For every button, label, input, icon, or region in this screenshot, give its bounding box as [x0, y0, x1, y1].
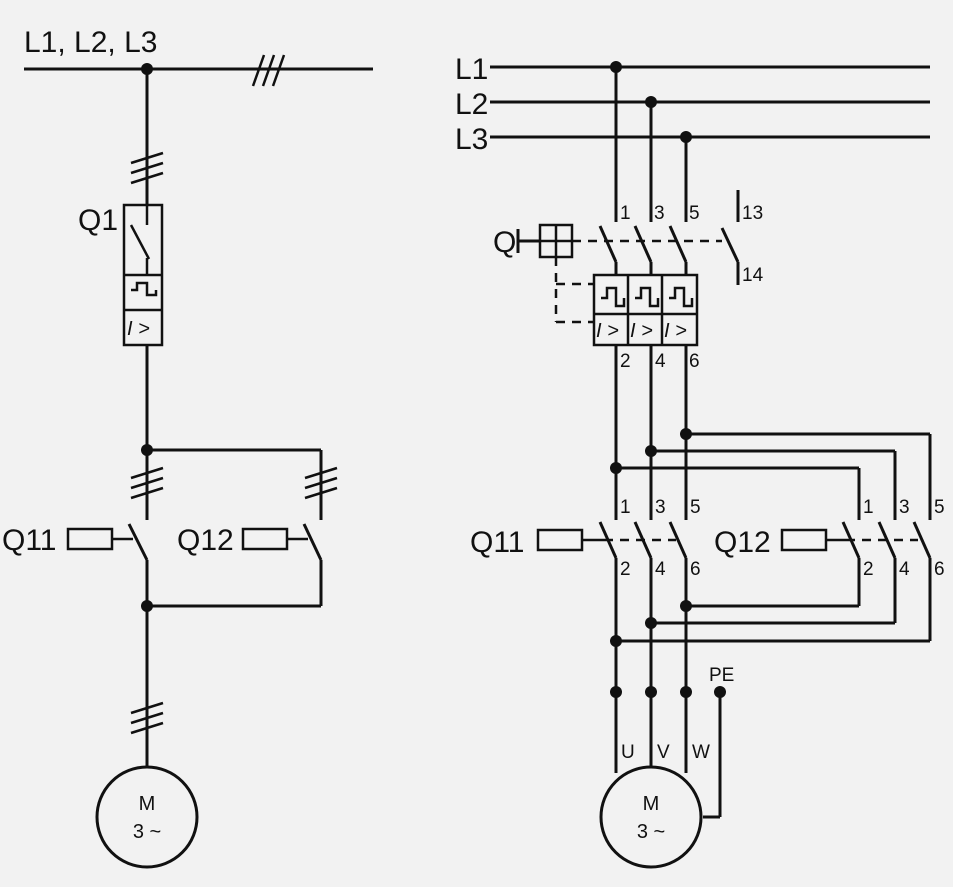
phase-label-l1: L1	[455, 53, 488, 86]
trip-symbol-2: I >	[630, 320, 653, 342]
q12-bottom-term-4: 4	[899, 559, 910, 580]
q12-bottom-term-6: 6	[934, 559, 945, 580]
left-contactor2-label: Q12	[177, 524, 234, 557]
pe-label: PE	[709, 665, 734, 686]
contactor1-label: Q11	[470, 526, 524, 559]
q11-bottom-term-4: 4	[655, 559, 666, 580]
q12-top-term-3: 3	[899, 497, 910, 518]
left-supply-label: L1, L2, L3	[24, 26, 157, 59]
breaker-bottom-term-2: 2	[620, 351, 631, 372]
aux-contact-bottom: 14	[742, 265, 764, 286]
breaker-top-term-1: 1	[620, 203, 631, 224]
q12-coil	[780, 528, 828, 552]
q11-top-term-3: 3	[655, 497, 666, 518]
left-motor-label: M	[139, 793, 156, 815]
trip-symbol-3: I >	[664, 320, 687, 342]
left-three-phase-mark-2	[130, 466, 164, 500]
breaker-handle-icon	[516, 223, 574, 259]
left-motor	[95, 765, 199, 869]
q12-bottom-term-2: 2	[863, 559, 874, 580]
breaker-trip-unit	[592, 273, 699, 347]
left-three-phase-mark	[251, 54, 286, 87]
left-q12-coil	[241, 527, 289, 551]
breaker-top-term-5: 5	[689, 203, 700, 224]
breaker-bottom-term-6: 6	[689, 351, 700, 372]
motor-terminal-v: V	[657, 742, 670, 763]
contactor2-label: Q12	[714, 526, 771, 559]
left-three-phase-mark-4	[130, 701, 164, 735]
breaker-bottom-term-4: 4	[655, 351, 666, 372]
breaker-label: Q	[493, 226, 516, 259]
motor-sub: 3 ~	[637, 821, 665, 843]
motor-terminal-w: W	[692, 742, 710, 763]
single-line-diagram: L1, L2, L3 Q1 I >	[2, 26, 373, 869]
trip-symbol-1: I >	[596, 320, 619, 342]
left-q11-coil	[66, 527, 114, 551]
q12-top-term-1: 1	[863, 497, 874, 518]
motor-terminal-u: U	[621, 742, 635, 763]
left-breaker-label: Q1	[78, 204, 118, 237]
q11-bottom-term-2: 2	[620, 559, 631, 580]
left-three-phase-mark-1	[130, 151, 164, 185]
q11-top-term-5: 5	[690, 497, 701, 518]
left-three-phase-mark-3	[304, 466, 338, 500]
q11-bottom-term-6: 6	[690, 559, 701, 580]
left-contactor1-label: Q11	[2, 524, 56, 557]
multi-line-diagram: L1 L2 L3 1 3 5 13 14 Q	[455, 53, 945, 869]
motor	[599, 765, 703, 869]
motor-label: M	[643, 793, 660, 815]
left-overcurrent-symbol: I >	[127, 318, 150, 340]
breaker-top-term-3: 3	[654, 203, 665, 224]
q12-top-term-5: 5	[934, 497, 945, 518]
phase-label-l3: L3	[455, 123, 488, 156]
phase-label-l2: L2	[455, 88, 488, 121]
q11-top-term-1: 1	[620, 497, 631, 518]
left-motor-sub: 3 ~	[133, 821, 161, 843]
q11-coil	[536, 528, 584, 552]
aux-contact-top: 13	[742, 203, 763, 224]
